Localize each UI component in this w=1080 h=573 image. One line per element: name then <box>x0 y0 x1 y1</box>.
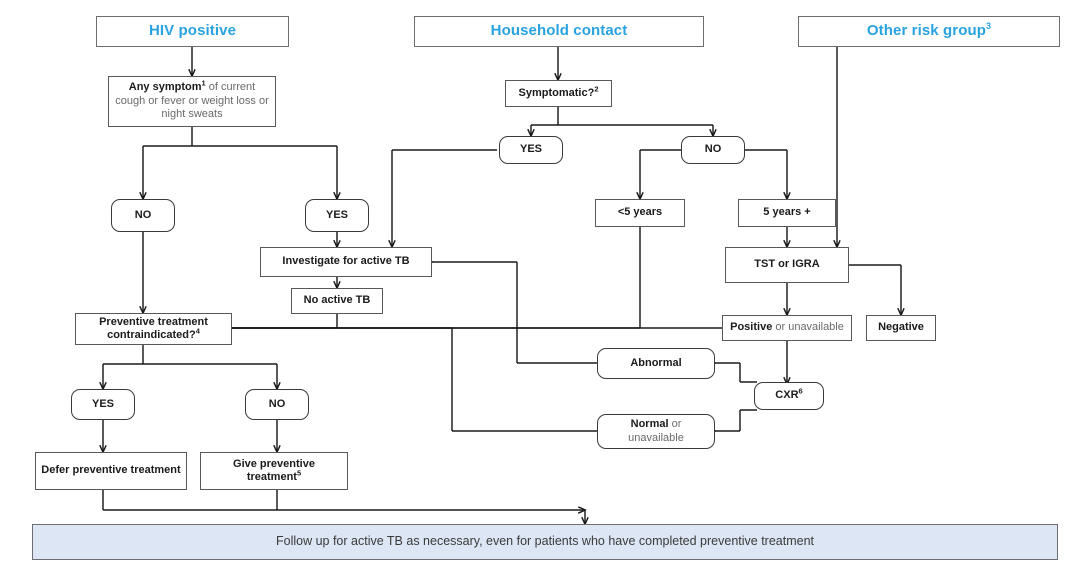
node-contraindicated-yes[interactable]: YES <box>71 389 135 420</box>
node-contraindicated-no-label: NO <box>268 397 286 410</box>
node-normal-or-unavailable[interactable]: Normal or unavailable <box>597 414 715 449</box>
node-hiv-yes-label: YES <box>325 208 348 221</box>
node-5-years-plus[interactable]: 5 years + <box>738 199 836 227</box>
node-tst-or-igra-label: TST or IGRA <box>754 258 820 271</box>
footnote-marker-1: 1 <box>201 78 206 88</box>
node-negative[interactable]: Negative <box>866 315 936 341</box>
node-defer-preventive-treatment[interactable]: Defer preventive treatment <box>35 452 187 490</box>
node-hiv-no-label: NO <box>134 208 152 221</box>
node-investigate-active-tb[interactable]: Investigate for active TB <box>260 247 432 277</box>
banner-follow-up[interactable]: Follow up for active TB as necessary, ev… <box>32 524 1058 560</box>
node-negative-label: Negative <box>878 321 924 334</box>
header-household-contact[interactable]: Household contact <box>414 16 704 47</box>
node-normal-rest: or unavailable <box>628 418 684 444</box>
header-other-risk-group[interactable]: Other risk group3 <box>798 16 1060 47</box>
node-symptomatic-no-label: NO <box>704 143 722 156</box>
node-contraindicated-bold: Preventive treatment contraindicated? <box>99 315 208 341</box>
node-normal-bold: Normal <box>630 418 669 431</box>
node-cxr[interactable]: CXR6 <box>754 382 824 410</box>
node-under-5-years[interactable]: <5 years <box>595 199 685 227</box>
node-hiv-no[interactable]: NO <box>111 199 175 232</box>
node-positive-bold: Positive <box>730 321 773 334</box>
node-cxr-label: CXR <box>775 389 799 402</box>
footnote-marker-5: 5 <box>296 468 302 478</box>
node-give-preventive-treatment[interactable]: Give preventive treatment5 <box>200 452 348 490</box>
node-symptomatic-yes-label: YES <box>519 143 542 156</box>
node-any-symptom[interactable]: Any symptom1 of current cough or fever o… <box>108 76 276 127</box>
node-positive-rest: or unavailable <box>772 321 844 334</box>
node-abnormal-label: Abnormal <box>630 356 682 369</box>
node-symptomatic-label: Symptomatic? <box>518 86 595 99</box>
node-abnormal[interactable]: Abnormal <box>597 348 715 379</box>
header-hiv-positive[interactable]: HIV positive <box>96 16 289 47</box>
node-positive-or-unavailable[interactable]: Positive or unavailable <box>722 315 852 341</box>
footnote-marker-2: 2 <box>594 84 599 94</box>
node-symptomatic[interactable]: Symptomatic?2 <box>505 80 612 107</box>
footnote-marker-4: 4 <box>195 326 200 336</box>
header-household-contact-label: Household contact <box>490 22 628 40</box>
node-contraindicated-no[interactable]: NO <box>245 389 309 420</box>
footnote-marker-6: 6 <box>798 386 803 396</box>
node-under-5-years-label: <5 years <box>617 206 663 219</box>
node-no-active-tb[interactable]: No active TB <box>291 288 383 314</box>
node-tst-or-igra[interactable]: TST or IGRA <box>725 247 849 283</box>
node-defer-label: Defer preventive treatment <box>41 464 181 477</box>
node-contraindicated-yes-label: YES <box>91 397 114 410</box>
node-any-symptom-rest: of current cough or fever or weight loss… <box>115 81 269 121</box>
node-symptomatic-yes[interactable]: YES <box>499 136 563 164</box>
node-preventive-treatment-contraindicated[interactable]: Preventive treatment contraindicated?4 <box>75 313 232 345</box>
node-hiv-yes[interactable]: YES <box>305 199 369 232</box>
header-hiv-positive-label: HIV positive <box>148 22 237 40</box>
node-give-label: Give preventive treatment <box>233 457 315 483</box>
node-symptomatic-no[interactable]: NO <box>681 136 745 164</box>
banner-follow-up-label: Follow up for active TB as necessary, ev… <box>275 534 814 549</box>
node-investigate-active-tb-label: Investigate for active TB <box>282 255 410 268</box>
node-5-years-plus-label: 5 years + <box>763 206 811 219</box>
node-no-active-tb-label: No active TB <box>303 294 371 307</box>
node-any-symptom-bold: Any symptom <box>128 81 202 94</box>
footnote-marker-3: 3 <box>986 21 992 32</box>
header-other-risk-group-label: Other risk group3 <box>866 21 992 40</box>
